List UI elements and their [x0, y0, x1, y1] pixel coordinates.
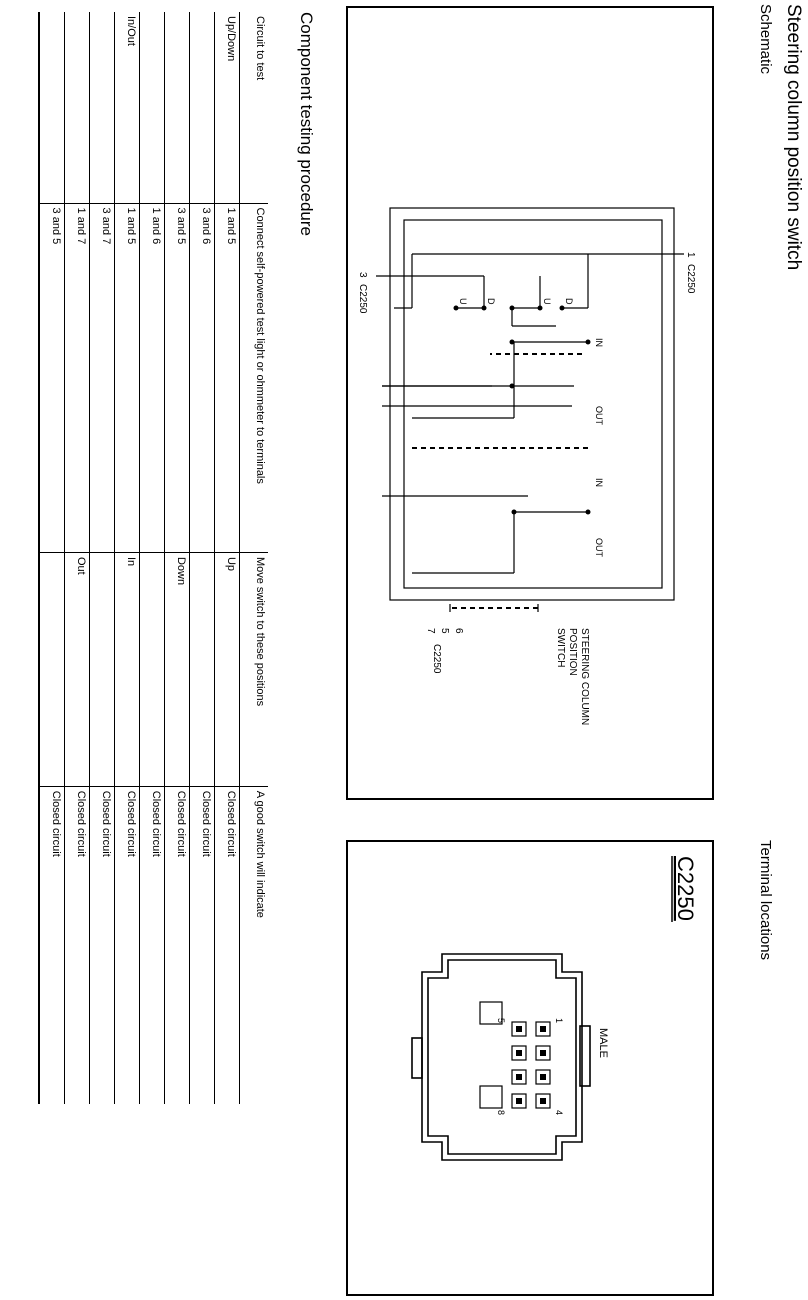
- header-positions: Move switch to these positions: [239, 552, 268, 787]
- cell-terminals: 1 and 6: [139, 203, 165, 553]
- component-name-line-2: POSITION: [567, 628, 578, 676]
- table-row: 3 and 5 Closed circuit: [39, 12, 65, 1104]
- connector-id-label: C2250: [673, 856, 698, 921]
- cell-position: [139, 552, 165, 787]
- cell-result: Closed circuit: [89, 786, 115, 1104]
- schematic-heading: Schematic: [757, 4, 774, 75]
- cell-result: Closed circuit: [164, 786, 190, 1104]
- cell-result: Closed circuit: [214, 786, 240, 1104]
- connector-c2250-bottom-label: C2250: [431, 644, 442, 674]
- testing-procedure-table: Circuit to test Connect self-powered tes…: [38, 12, 268, 1104]
- terminal-locations-panel: C2250 MALE 1 4: [346, 840, 714, 1296]
- cell-position: [39, 552, 65, 787]
- terminal-pin-4: 4: [554, 1110, 564, 1115]
- cell-terminals: 1 and 5: [114, 203, 140, 553]
- table-row: 1 and 6 Closed circuit: [139, 12, 165, 1104]
- header-terminals: Connect self-powered test light or ohmme…: [239, 203, 268, 553]
- connector-c2250-left-label: C2250: [357, 284, 368, 314]
- cell-circuit: [89, 12, 115, 204]
- procedure-heading: Component testing procedure: [297, 12, 316, 236]
- terminal-pin-1: 1: [554, 1018, 564, 1023]
- table-header-row: Circuit to test Connect self-powered tes…: [239, 12, 268, 1104]
- cell-result: Closed circuit: [189, 786, 215, 1104]
- wiring-schematic: 1 C2250 3 C2250 6 5 7 C2250 STEERING COL…: [357, 207, 696, 725]
- pin-3-label: 3: [357, 272, 368, 278]
- table-row: 3 and 7 Closed circuit: [89, 12, 115, 1104]
- cell-position: Down: [164, 552, 190, 787]
- contact-label-u-1: U: [542, 298, 552, 305]
- pin-1-label: 1: [685, 252, 696, 258]
- component-name-line-1: STEERING COLUMN: [579, 628, 590, 725]
- male-label: MALE: [597, 1028, 609, 1058]
- cell-circuit: Up/Down: [214, 12, 240, 204]
- pin-6-label: 6: [453, 628, 464, 634]
- cell-circuit: In/Out: [114, 12, 140, 204]
- cell-terminals: 1 and 7: [64, 203, 90, 553]
- cell-terminals: 3 and 6: [189, 203, 215, 553]
- contact-label-u-2: U: [458, 298, 468, 305]
- contact-label-d-2: D: [486, 298, 496, 305]
- component-name-line-3: SWITCH: [555, 628, 566, 667]
- terminal-locations-heading: Terminal locations: [757, 840, 774, 961]
- table-row: Up/Down 1 and 5 Up Closed circuit: [214, 12, 240, 1104]
- cell-terminals: 1 and 5: [214, 203, 240, 553]
- terminal-pin-5: 5: [496, 1018, 506, 1023]
- contact-label-d-1: D: [564, 298, 574, 305]
- header-result: A good switch will indicate: [239, 786, 268, 1104]
- cell-circuit: [139, 12, 165, 204]
- connector-face-drawing: C2250 MALE 1 4: [411, 856, 698, 1161]
- header-circuit: Circuit to test: [239, 12, 268, 204]
- out-label-2: OUT: [594, 538, 604, 558]
- cell-terminals: 3 and 5: [39, 203, 65, 553]
- terminal-pin-8: 8: [496, 1110, 506, 1115]
- cell-result: Closed circuit: [114, 786, 140, 1104]
- table-row: 3 and 5 Down Closed circuit: [164, 12, 190, 1104]
- cell-circuit: [39, 12, 65, 204]
- pin-5-label: 5: [439, 628, 450, 634]
- cell-circuit: [189, 12, 215, 204]
- cell-position: Up: [214, 552, 240, 787]
- in-label-2: IN: [594, 478, 604, 487]
- cell-result: Closed circuit: [39, 786, 65, 1104]
- cell-terminals: 3 and 7: [89, 203, 115, 553]
- cell-terminals: 3 and 5: [164, 203, 190, 553]
- out-label-1: OUT: [594, 406, 604, 426]
- cell-position: Out: [64, 552, 90, 787]
- table-row: 3 and 6 Closed circuit: [189, 12, 215, 1104]
- connector-c2250-top-label: C2250: [685, 264, 696, 294]
- cell-position: In: [114, 552, 140, 787]
- connector-housing: [411, 953, 591, 1161]
- pin-7-label: 7: [425, 628, 436, 634]
- cell-result: Closed circuit: [64, 786, 90, 1104]
- in-label-1: IN: [594, 338, 604, 347]
- page-title: Steering column position switch: [783, 4, 804, 271]
- schematic-panel: 1 C2250 3 C2250 6 5 7 C2250 STEERING COL…: [346, 6, 714, 800]
- switch-housing-inner: [403, 219, 663, 589]
- cell-result: Closed circuit: [139, 786, 165, 1104]
- switch-housing-outline: [389, 207, 675, 601]
- cell-circuit: [164, 12, 190, 204]
- cell-position: [89, 552, 115, 787]
- table-row: 1 and 7 Out Closed circuit: [64, 12, 90, 1104]
- cell-circuit: [64, 12, 90, 204]
- table-row: In/Out 1 and 5 In Closed circuit: [114, 12, 140, 1104]
- cell-position: [189, 552, 215, 787]
